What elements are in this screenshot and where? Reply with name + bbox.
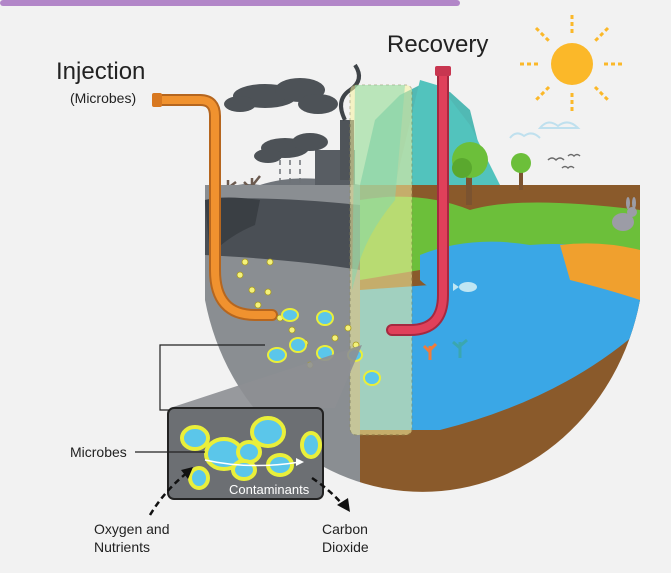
recovery-cap: [435, 66, 451, 76]
contaminants-label: Contaminants: [229, 482, 310, 497]
smoke-cloud: [224, 78, 338, 163]
injection-label: Injection: [56, 58, 146, 85]
top-bar: [0, 0, 460, 6]
coral-icon: [422, 338, 468, 360]
carbon-dioxide-label: Carbon Dioxide: [322, 521, 369, 555]
injection-sub-label: (Microbes): [70, 90, 137, 106]
fish-icon: [453, 282, 477, 292]
zoom-cone: [170, 345, 362, 408]
tree-icon: [452, 142, 531, 205]
zoom-microbes: [180, 416, 322, 490]
rabbit-icon: [612, 197, 637, 231]
callout-line: [159, 344, 265, 411]
microbes-label: Microbes: [70, 444, 127, 460]
cloud-icon: [509, 121, 581, 139]
recovery-label: Recovery: [387, 31, 489, 58]
cliff-face: [352, 85, 405, 290]
bird-icon: [547, 153, 581, 170]
oxygen-nutrients-label: Oxygen and Nutrients: [94, 521, 170, 555]
oxygen-arrow: [148, 471, 189, 516]
injection-cap: [152, 93, 162, 107]
co2-arrow: [311, 476, 344, 506]
sun-icon: [520, 15, 622, 112]
